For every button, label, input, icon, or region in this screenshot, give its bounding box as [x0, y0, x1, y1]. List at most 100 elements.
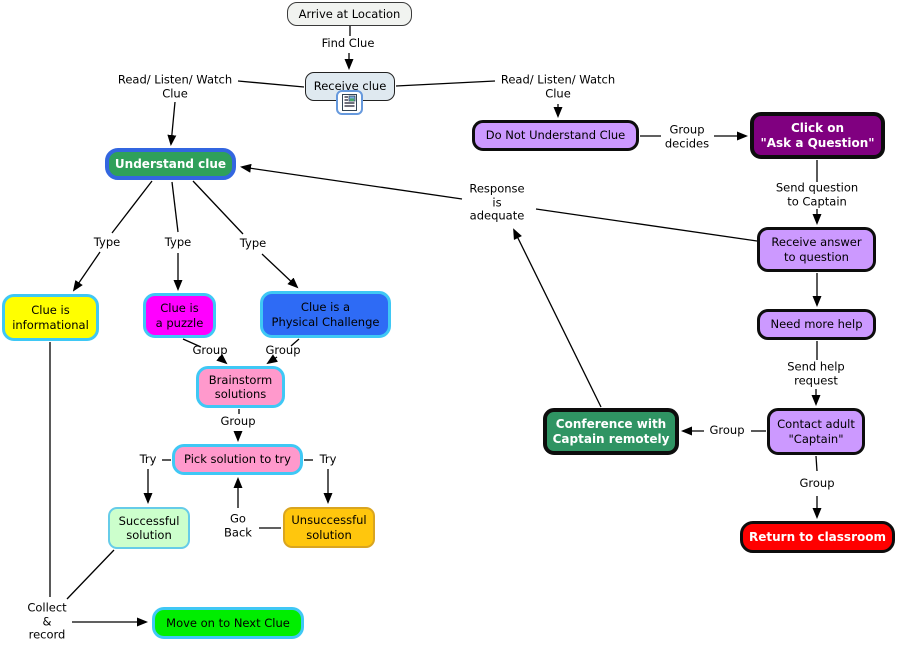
connector-line — [395, 80, 496, 87]
node-text: Captain remotely — [552, 431, 670, 446]
node-do-not-understand-clue[interactable]: Do Not Understand Clue — [472, 120, 639, 151]
connector-label-text: Group — [192, 343, 228, 358]
connector-line — [815, 455, 818, 472]
node-text: Conference with — [555, 416, 667, 431]
connector-line — [290, 338, 300, 347]
node-text: Successful — [118, 513, 180, 528]
connector-label-text: Try — [139, 452, 157, 467]
connector-label-type-puzzle[interactable]: Type — [165, 236, 191, 250]
connector-label-text: decides — [664, 136, 710, 150]
node-text: Move on to Next Clue — [166, 615, 290, 630]
connector-line — [513, 228, 602, 408]
node-text: solution — [306, 527, 352, 542]
node-click-ask-a-question[interactable]: Click on"Ask a Question" — [750, 112, 885, 159]
connector-line — [261, 253, 299, 289]
connector-label-group-physical[interactable]: Group — [265, 344, 300, 358]
connector-label-text: Collect — [27, 600, 67, 615]
connector-label-group-conference[interactable]: Group — [709, 424, 744, 438]
node-return-to-classroom[interactable]: Return to classroom — [740, 521, 895, 553]
connector-label-text: Back — [224, 525, 252, 539]
node-text: Pick solution to try — [184, 452, 291, 467]
node-text: Physical Challenge — [271, 314, 380, 329]
node-text: Receive clue — [313, 79, 387, 94]
connector-label-text: Send question — [775, 180, 859, 195]
connector-label-text: Type — [239, 236, 267, 251]
connector-label-group-brainstorm[interactable]: Group — [220, 415, 255, 429]
node-text: Understand clue — [114, 156, 227, 171]
connector-label-group-puzzle[interactable]: Group — [192, 344, 227, 358]
connector-label-type-informational[interactable]: Type — [94, 236, 120, 250]
connector-label-text: Clue — [162, 86, 188, 100]
connector-label-text: request — [794, 373, 838, 387]
connector-label-text: Send help — [787, 359, 845, 374]
connector-line — [266, 354, 278, 365]
node-text: Unsuccessful — [291, 513, 367, 528]
node-receive-clue[interactable]: Receive clue — [305, 72, 395, 101]
connector-line — [167, 101, 177, 146]
node-text: Clue is a — [300, 300, 351, 315]
connector-label-text: Group — [709, 423, 745, 438]
document-resource-icon[interactable] — [336, 90, 363, 119]
connector-line — [216, 353, 228, 365]
node-text: Click on — [790, 120, 845, 135]
connector-label-text: record — [28, 627, 66, 642]
node-text: to question — [784, 249, 849, 264]
node-text: Brainstorm — [208, 372, 273, 387]
connector-label-text: Response — [469, 181, 525, 196]
connector-line — [66, 549, 115, 600]
connector-label-text: Go — [230, 511, 246, 526]
connector-label-text: Group — [799, 476, 835, 491]
connector-label-text: adequate — [469, 208, 525, 223]
node-move-on-to-next-clue[interactable]: Move on to Next Clue — [152, 607, 304, 639]
node-text: a puzzle — [155, 315, 204, 330]
node-text: Need more help — [770, 317, 863, 332]
connector-line — [171, 181, 179, 233]
node-text: solution — [126, 528, 172, 542]
node-arrive-at-location[interactable]: Arrive at Location — [287, 2, 412, 26]
node-pick-solution-to-try[interactable]: Pick solution to try — [172, 444, 303, 475]
node-understand-clue[interactable]: Understand clue — [105, 148, 236, 180]
connector-label-try-right[interactable]: Try — [320, 453, 337, 467]
connector-label-collect-and-record[interactable]: Collect&record — [27, 600, 67, 643]
connector-label-text: Group — [265, 343, 301, 358]
connector-label-text: Type — [164, 235, 192, 250]
connector-line — [192, 180, 244, 235]
connector-label-text: Read/ Listen/ Watch — [500, 72, 616, 87]
node-need-more-help[interactable]: Need more help — [757, 309, 876, 340]
node-text: "Captain" — [788, 431, 844, 446]
node-text: Receive answer — [771, 235, 862, 250]
node-contact-adult-captain[interactable]: Contact adult"Captain" — [767, 408, 865, 455]
connector-label-text: & — [42, 614, 52, 629]
connector-line — [240, 163, 463, 200]
connector-label-group-return[interactable]: Group — [799, 477, 834, 491]
node-text: "Ask a Question" — [760, 135, 875, 150]
connector-label-find-clue[interactable]: Find Clue — [322, 37, 375, 51]
connector-line — [535, 208, 758, 242]
node-text: Clue is — [160, 301, 199, 316]
node-text: Arrive at Location — [298, 6, 401, 21]
connector-line — [72, 251, 101, 292]
connector-line — [111, 180, 153, 234]
node-text: informational — [12, 317, 89, 332]
connector-label-text: to Captain — [787, 194, 847, 208]
connector-line — [182, 338, 202, 348]
connector-label-text: Type — [93, 235, 121, 250]
connector-label-try-left[interactable]: Try — [140, 453, 157, 467]
connector-label-type-physical[interactable]: Type — [240, 237, 266, 251]
